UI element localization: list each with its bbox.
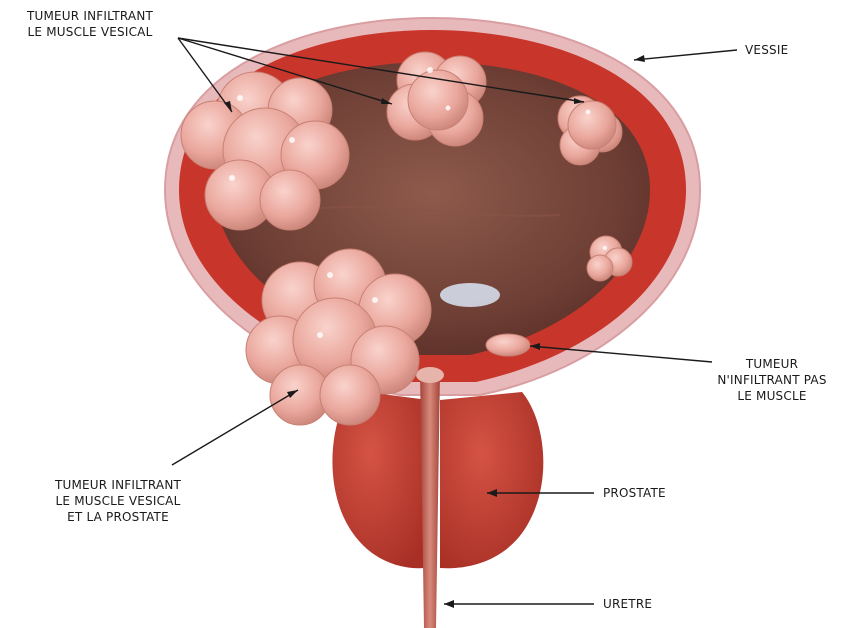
label-uretre: URETRE: [603, 596, 652, 612]
label-line: TUMEUR INFILTRANT: [38, 477, 198, 493]
label-line: LE MUSCLE: [712, 388, 832, 404]
label-line: LE MUSCLE VESICAL: [38, 493, 198, 509]
reflection: [440, 283, 500, 307]
label-line: VESSIE: [745, 42, 788, 58]
label-line: TUMEUR INFILTRANT: [10, 8, 170, 24]
label-vessie: VESSIE: [745, 42, 788, 58]
tumor-top-center: [387, 52, 486, 146]
label-line: LE MUSCLE VESICAL: [10, 24, 170, 40]
label-line: TUMEUR: [712, 356, 832, 372]
tumor-non-infiltrating: [486, 334, 530, 356]
label-tumeur-infiltrant-prostate: TUMEUR INFILTRANT LE MUSCLE VESICAL ET L…: [38, 477, 198, 525]
label-line: N'INFILTRANT PAS: [712, 372, 832, 388]
label-prostate: PROSTATE: [603, 485, 666, 501]
label-tumeur-infiltrant-muscle: TUMEUR INFILTRANT LE MUSCLE VESICAL: [10, 8, 170, 40]
label-tumeur-non-infiltrant: TUMEUR N'INFILTRANT PAS LE MUSCLE: [712, 356, 832, 404]
label-line: PROSTATE: [603, 485, 666, 501]
label-line: URETRE: [603, 596, 652, 612]
label-line: ET LA PROSTATE: [38, 509, 198, 525]
